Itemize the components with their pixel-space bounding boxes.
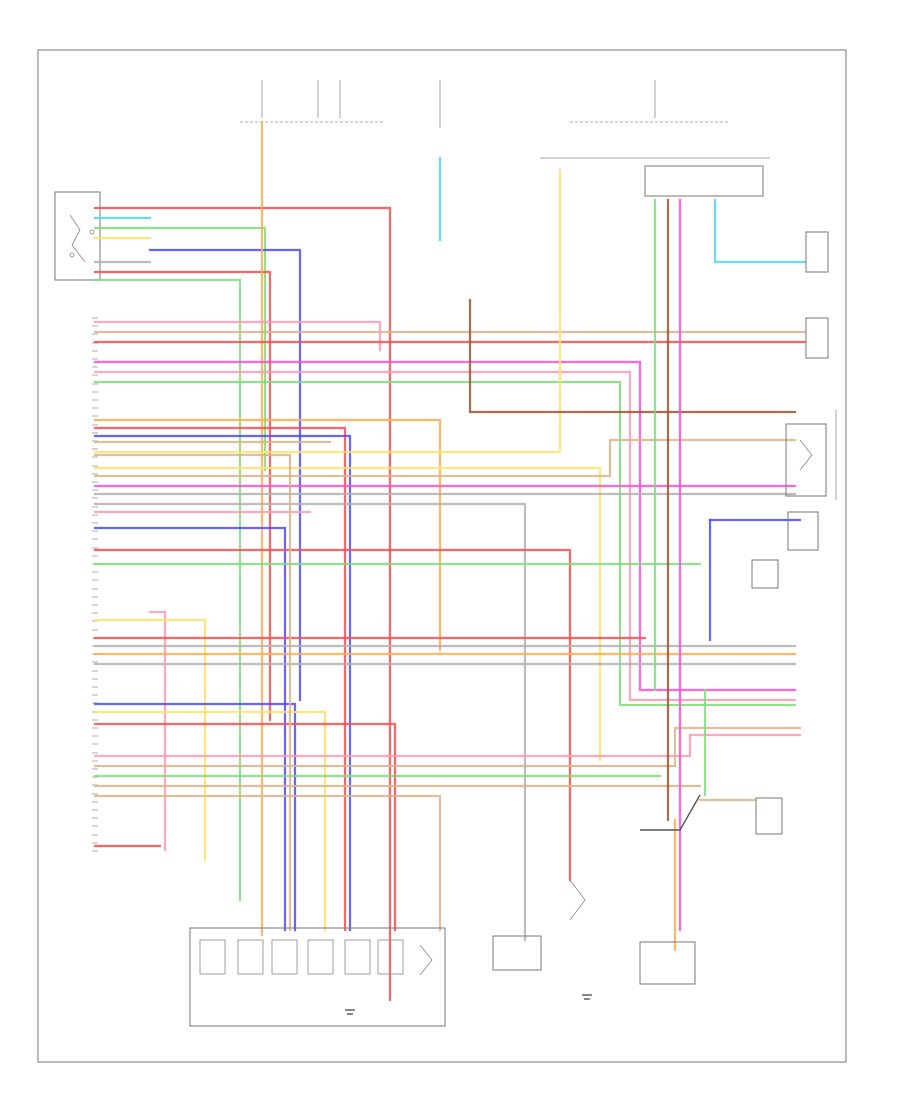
wire-red — [93, 206, 392, 1002]
wire-red — [93, 722, 397, 932]
wire-tan — [93, 726, 802, 768]
wire-runs — [93, 120, 807, 1002]
ground-symbols — [345, 994, 592, 1015]
wire-yellow — [93, 168, 562, 454]
control-module-box — [644, 165, 764, 197]
wire-red — [93, 426, 347, 932]
wire-blue — [93, 702, 297, 932]
wire-tan — [93, 794, 442, 932]
wire-red — [93, 270, 272, 722]
wire-blue — [93, 434, 352, 932]
wire-pink — [93, 370, 797, 702]
right-component-group — [751, 231, 837, 835]
range-switch-box — [54, 191, 101, 281]
speed-sensor-connector — [787, 511, 819, 551]
wire-yellow — [93, 466, 602, 762]
wire-tan — [93, 453, 292, 932]
wire-yellow — [93, 710, 327, 932]
tcm-connector-pins — [92, 317, 98, 852]
wire-brown — [468, 298, 797, 414]
dimmer-connector — [805, 231, 829, 273]
wire-pink — [148, 610, 167, 852]
wire-orange — [93, 418, 442, 652]
wire-blue — [93, 526, 287, 932]
wire-pink — [93, 733, 802, 758]
diagram-border — [37, 49, 847, 1063]
data-link-connector — [805, 317, 829, 359]
output-speed-sensor — [755, 797, 783, 835]
wire-green — [93, 226, 267, 472]
wire-yellow — [93, 618, 207, 862]
power-supply-group — [240, 80, 770, 197]
transmission-relay-box — [785, 423, 827, 497]
automatic-transmission-box — [189, 927, 446, 1027]
wire-cyan — [713, 198, 807, 264]
left-component-group — [54, 191, 101, 281]
ground-wire — [640, 794, 701, 831]
wire-green — [93, 380, 797, 707]
brake-switch — [569, 879, 586, 921]
vehicle-speed-sensor — [751, 559, 779, 589]
wire-red — [93, 548, 572, 882]
neutral-switch — [492, 935, 542, 971]
wire-magenta — [93, 360, 797, 692]
wire-tan — [93, 438, 797, 478]
wire-green — [93, 278, 242, 902]
wire-pink — [93, 320, 382, 352]
throttle-sensor — [639, 941, 696, 985]
wire-gray — [93, 502, 527, 942]
